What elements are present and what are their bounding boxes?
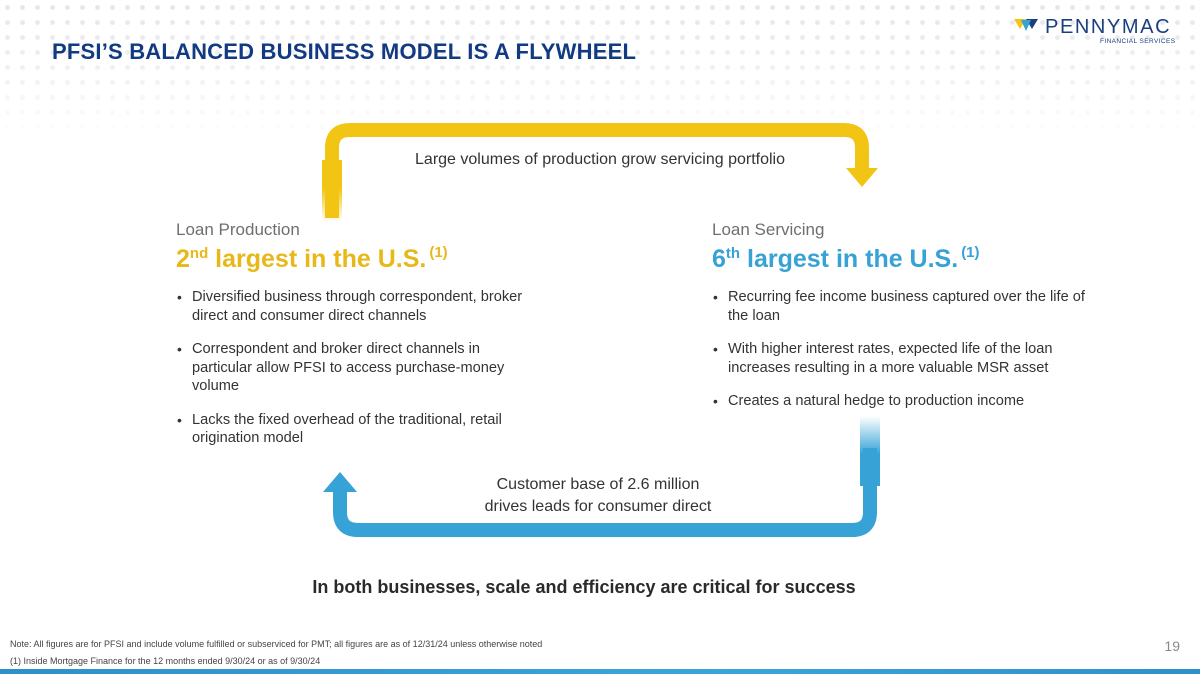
bottom-flywheel-caption: Customer base of 2.6 million drives lead…	[430, 474, 766, 518]
bottom-caption-line-2: drives leads for consumer direct	[484, 498, 712, 515]
list-item: Recurring fee income business captured o…	[712, 288, 1092, 325]
logo-wordmark: PENNYMAC	[1045, 16, 1172, 38]
list-item: Correspondent and broker direct channels…	[176, 340, 536, 396]
list-item: Diversified business through corresponde…	[176, 288, 536, 325]
bottom-accent-bar	[0, 669, 1200, 674]
footer-note: Note: All figures are for PFSI and inclu…	[10, 639, 543, 649]
page-number: 19	[1164, 638, 1180, 654]
top-flywheel-caption: Large volumes of production grow servici…	[415, 151, 785, 168]
production-rank-suffix: nd	[189, 245, 209, 262]
loan-servicing-column: Loan Servicing 6th largest in the U.S.(1…	[712, 220, 1092, 426]
list-item: Lacks the fixed overhead of the traditio…	[176, 411, 536, 448]
servicing-rank: 6	[712, 245, 726, 273]
tagline: In both businesses, scale and efficiency…	[312, 577, 856, 597]
list-item: With higher interest rates, expected lif…	[712, 340, 1092, 377]
loan-servicing-headline: 6th largest in the U.S.(1)	[712, 244, 1092, 274]
loan-production-column: Loan Production 2nd largest in the U.S.(…	[176, 220, 536, 463]
pennymac-logo: PENNYMAC FINANCIAL SERVICES	[1014, 16, 1186, 50]
footer-footnote: (1) Inside Mortgage Finance for the 12 m…	[10, 656, 321, 666]
servicing-footnote-ref: (1)	[961, 244, 980, 261]
loan-servicing-label: Loan Servicing	[712, 220, 825, 239]
bottom-caption-line-1: Customer base of 2.6 million	[496, 476, 700, 493]
loan-production-label: Loan Production	[176, 220, 300, 239]
production-headline-text: largest in the U.S.	[208, 245, 427, 273]
loan-servicing-bullets: Recurring fee income business captured o…	[712, 288, 1092, 411]
servicing-rank-suffix: th	[725, 245, 741, 262]
servicing-headline-text: largest in the U.S.	[740, 245, 959, 273]
loan-production-bullets: Diversified business through corresponde…	[176, 288, 536, 448]
bottom-flywheel-arrow	[323, 416, 880, 537]
top-flywheel-arrow	[322, 123, 878, 222]
loan-production-headline: 2nd largest in the U.S.(1)	[176, 244, 536, 274]
list-item: Creates a natural hedge to production in…	[712, 392, 1092, 411]
production-footnote-ref: (1)	[429, 244, 448, 261]
page-title: PFSI’S BALANCED BUSINESS MODEL IS A FLYW…	[52, 39, 637, 64]
production-rank: 2	[176, 245, 190, 273]
logo-mark-icon	[1014, 19, 1038, 31]
dot-pattern-background	[0, 0, 1200, 140]
logo-subtitle: FINANCIAL SERVICES	[1100, 38, 1176, 45]
